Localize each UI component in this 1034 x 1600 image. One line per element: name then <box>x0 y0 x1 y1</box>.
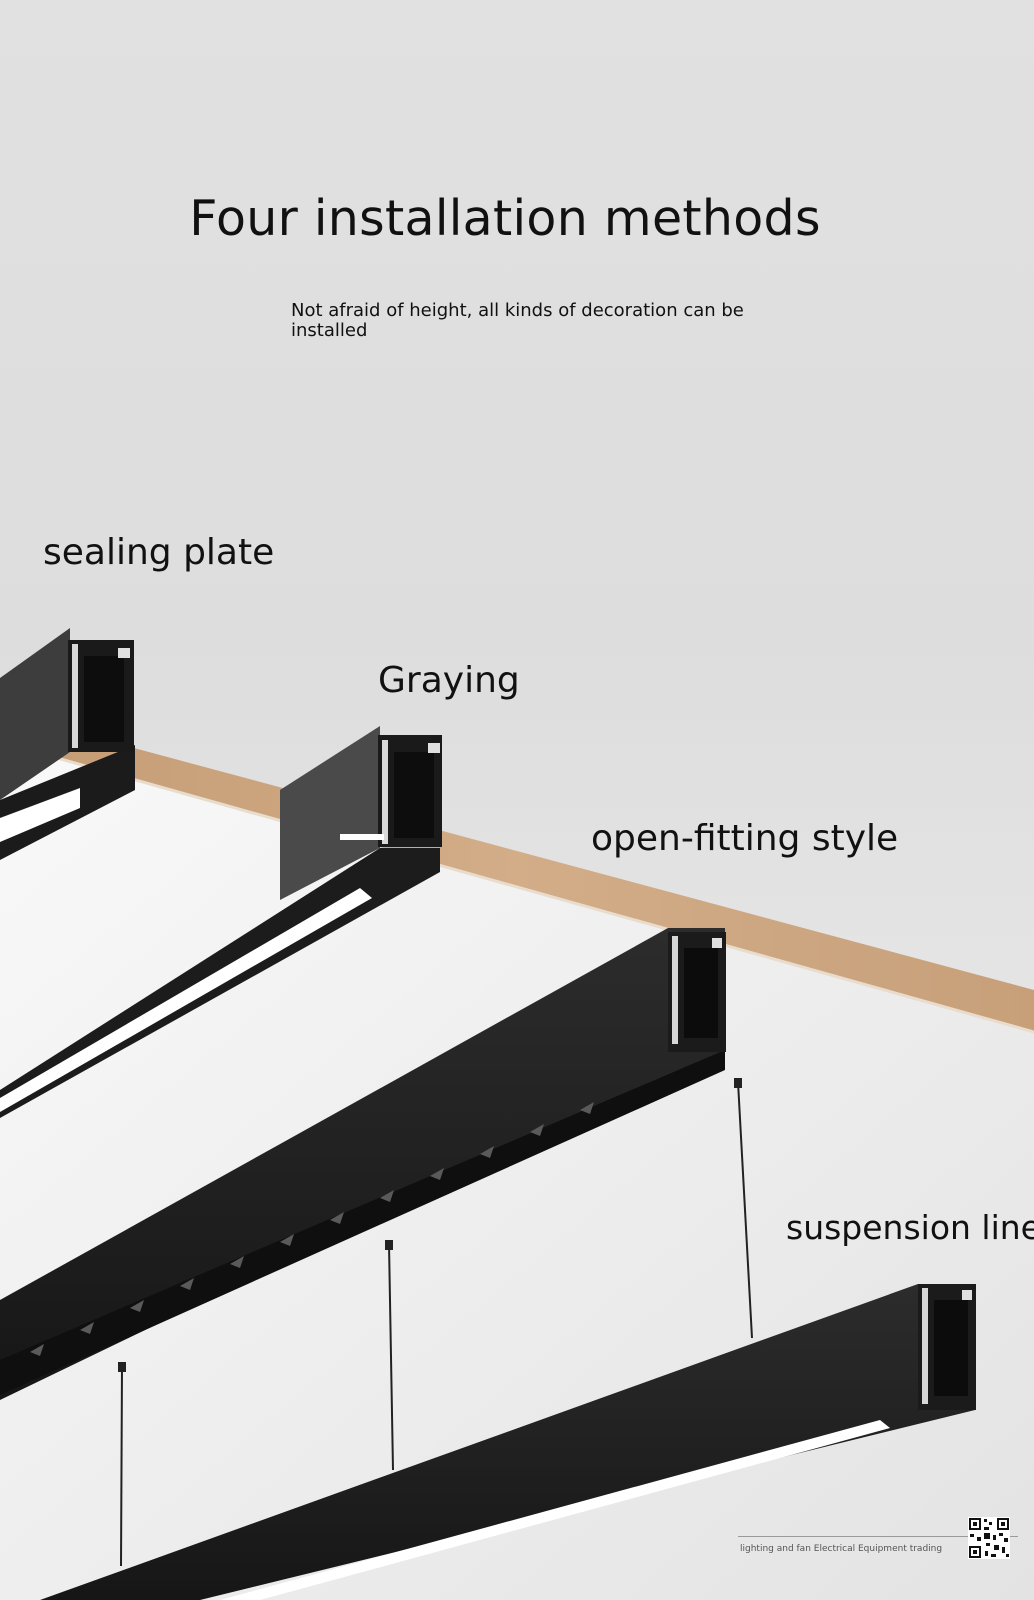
label-graying: Graying <box>378 660 520 701</box>
label-suspension-line: suspension line <box>786 1208 1034 1247</box>
fixture-open-fitting <box>0 928 726 1400</box>
footer-divider <box>738 1536 1018 1537</box>
wood-trim <box>0 712 1034 1034</box>
qr-code-icon <box>968 1517 1010 1559</box>
fixture-suspension <box>40 1078 976 1600</box>
page-title: Four installation methods <box>189 190 821 247</box>
label-open-fitting: open-fitting style <box>591 818 899 859</box>
label-sealing-plate: sealing plate <box>43 532 275 573</box>
company-name: lighting and fan Electrical Equipment tr… <box>740 1544 943 1554</box>
page-subtitle: Not afraid of height, all kinds of decor… <box>291 300 744 341</box>
grille-louvers <box>30 1102 594 1356</box>
fixture-graying <box>0 726 442 1118</box>
fixture-sealing-plate <box>0 628 135 860</box>
